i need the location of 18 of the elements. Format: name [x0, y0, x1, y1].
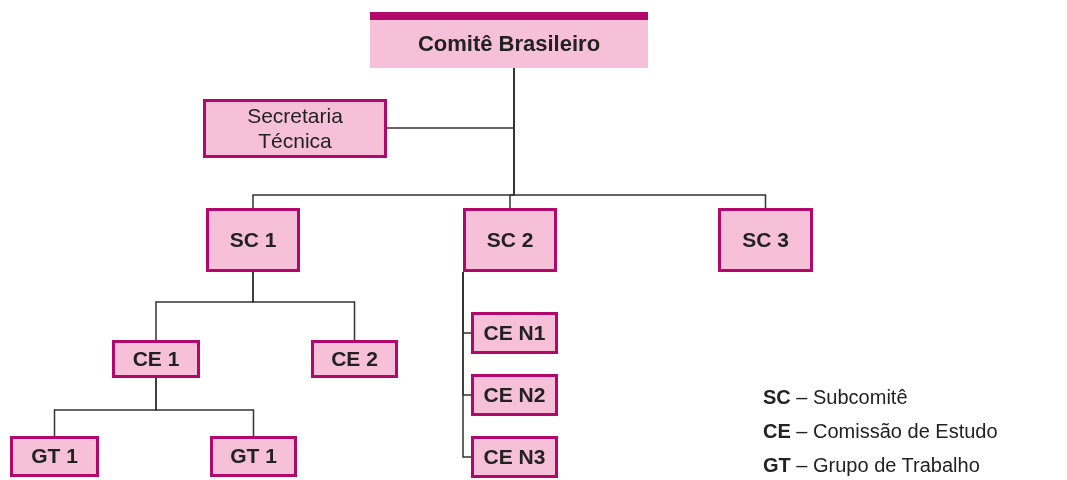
connector-line — [155, 377, 255, 437]
org-box: SC 1 — [206, 208, 300, 272]
org-box: Comitê Brasileiro — [370, 12, 648, 68]
legend-text: SC – Subcomitê — [763, 386, 908, 409]
org-box: SC 2 — [463, 208, 557, 272]
org-box: CE 1 — [112, 340, 200, 378]
org-box: GT 1 — [210, 436, 297, 477]
legend-text: CE – Comissão de Estudo — [763, 420, 998, 443]
connector-line — [252, 271, 356, 341]
connector-line — [462, 271, 472, 458]
org-box: SC 3 — [718, 208, 813, 272]
legend-text: GT – Grupo de Trabalho — [763, 454, 980, 477]
org-box: GT 1 — [10, 436, 99, 477]
org-box: Secretaria Técnica — [203, 99, 387, 158]
org-box: CE N2 — [471, 374, 558, 416]
org-box: CE N1 — [471, 312, 558, 354]
org-box: CE 2 — [311, 340, 398, 378]
org-box: CE N3 — [471, 436, 558, 478]
